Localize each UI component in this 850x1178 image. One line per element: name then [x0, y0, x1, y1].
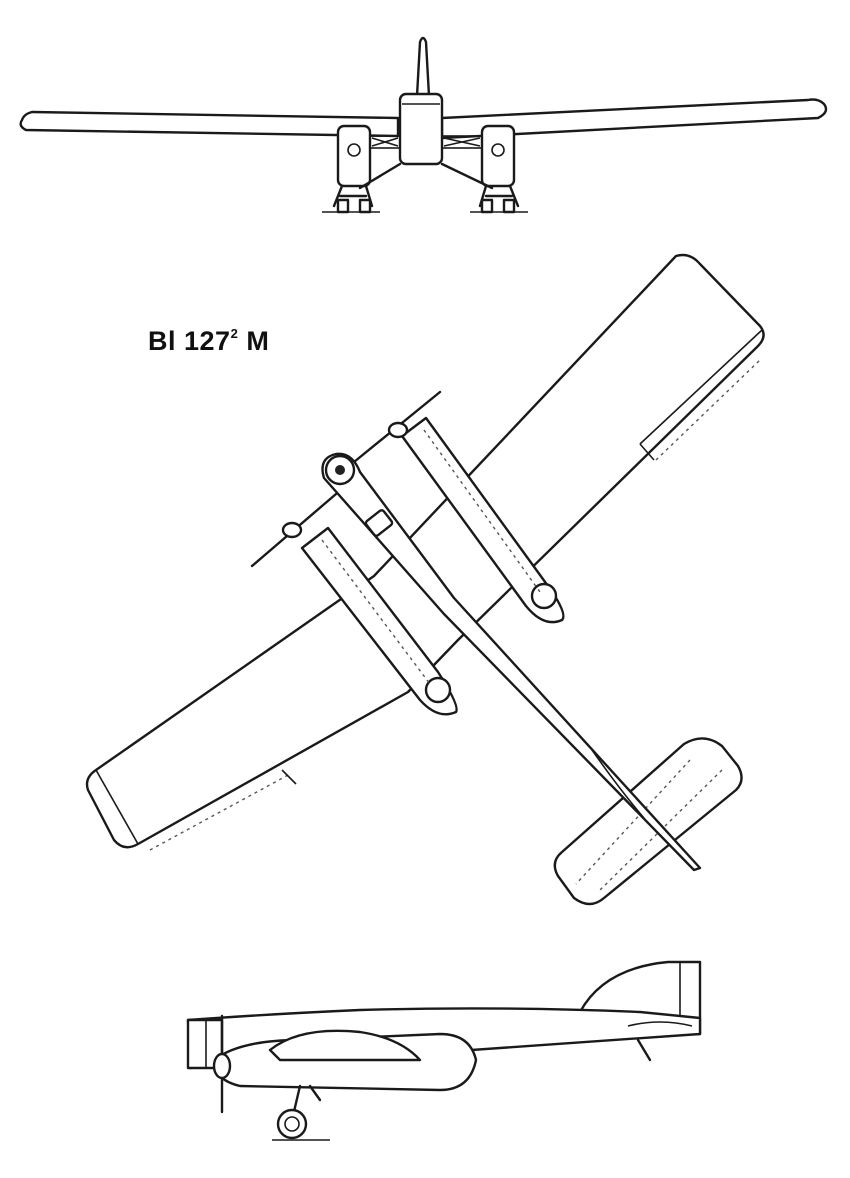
- front-tail-fin: [415, 36, 431, 98]
- side-wheel: [276, 1108, 308, 1140]
- front-fuselage: [398, 92, 444, 166]
- side-canopy: [268, 1029, 422, 1062]
- plan-wing: [85, 253, 765, 849]
- front-wing-right: [440, 98, 828, 140]
- designation-suffix: M: [246, 326, 270, 356]
- aircraft-designation: Bl 1272 M: [148, 326, 269, 357]
- plan-cockpit: [364, 509, 394, 537]
- front-wing: [19, 110, 400, 138]
- designation-superscript: 2: [230, 326, 239, 341]
- plan-fuselage: [321, 452, 702, 872]
- designation-main: Bl 127: [148, 326, 231, 356]
